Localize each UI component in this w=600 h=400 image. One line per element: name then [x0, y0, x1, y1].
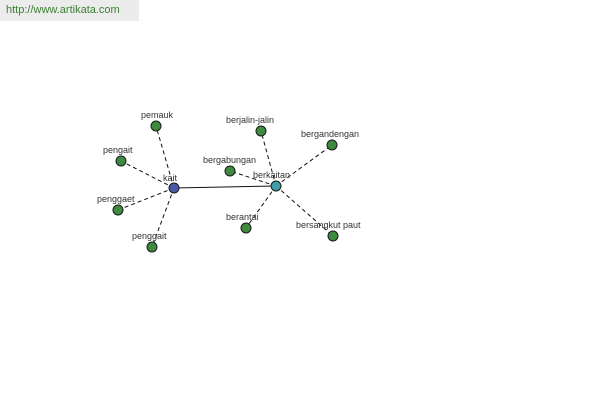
synonym-node-berjalin-jalin[interactable]	[255, 125, 267, 137]
synonym-node-berjalin-jalin-label: berjalin-jalin	[226, 115, 274, 125]
synonym-node-bergabungan[interactable]	[224, 165, 236, 177]
synonym-node-penggaet[interactable]	[112, 204, 124, 216]
edge-berkaitan-berjalin-jalin	[260, 130, 277, 187]
edge-kait-berkaitan	[173, 185, 277, 189]
synonym-node-pengait[interactable]	[115, 155, 127, 167]
hub-node-berkaitan[interactable]	[270, 180, 282, 192]
synonym-node-bergabungan-label: bergabungan	[203, 155, 256, 165]
synonym-node-pengait-label: pengait	[103, 145, 133, 155]
hub-node-kait[interactable]	[168, 182, 180, 194]
site-url-bar: http://www.artikata.com	[0, 0, 139, 21]
synonym-node-bersangkut-paut-label: bersangkut paut	[296, 220, 361, 230]
synonym-node-berantai-label: berantai	[226, 212, 259, 222]
edge-kait-penggaet	[117, 187, 175, 211]
synonym-node-pemauk[interactable]	[150, 120, 162, 132]
edge-kait-pengait	[120, 160, 175, 189]
hub-node-berkaitan-label: berkaitan	[253, 170, 290, 180]
edge-berkaitan-bergabungan	[229, 170, 277, 187]
synonym-node-penggait-label: penggait	[132, 231, 167, 241]
edge-berkaitan-bergandengan	[275, 144, 333, 187]
synonym-node-berantai[interactable]	[240, 222, 252, 234]
edge-berkaitan-berantai	[245, 185, 277, 229]
edge-kait-pemauk	[155, 125, 175, 189]
edge-berkaitan-bersangkut-paut	[275, 185, 334, 237]
synonym-node-penggait[interactable]	[146, 241, 158, 253]
graph-labels: pemauk pengait penggaet penggait berjalin-ja…	[97, 110, 361, 241]
synonym-node-bersangkut-paut[interactable]	[327, 230, 339, 242]
synonym-node-bergandengan-label: bergandengan	[301, 129, 359, 139]
synonym-node-penggaet-label: penggaet	[97, 194, 135, 204]
synonym-node-bergandengan[interactable]	[326, 139, 338, 151]
graph-nodes	[112, 120, 339, 253]
hub-node-kait-label: kait	[163, 173, 178, 183]
edge-kait-penggait	[151, 187, 175, 248]
synonym-node-pemauk-label: pemauk	[141, 110, 174, 120]
site-url-link[interactable]: http://www.artikata.com	[6, 4, 120, 16]
graph-edges	[117, 125, 334, 248]
